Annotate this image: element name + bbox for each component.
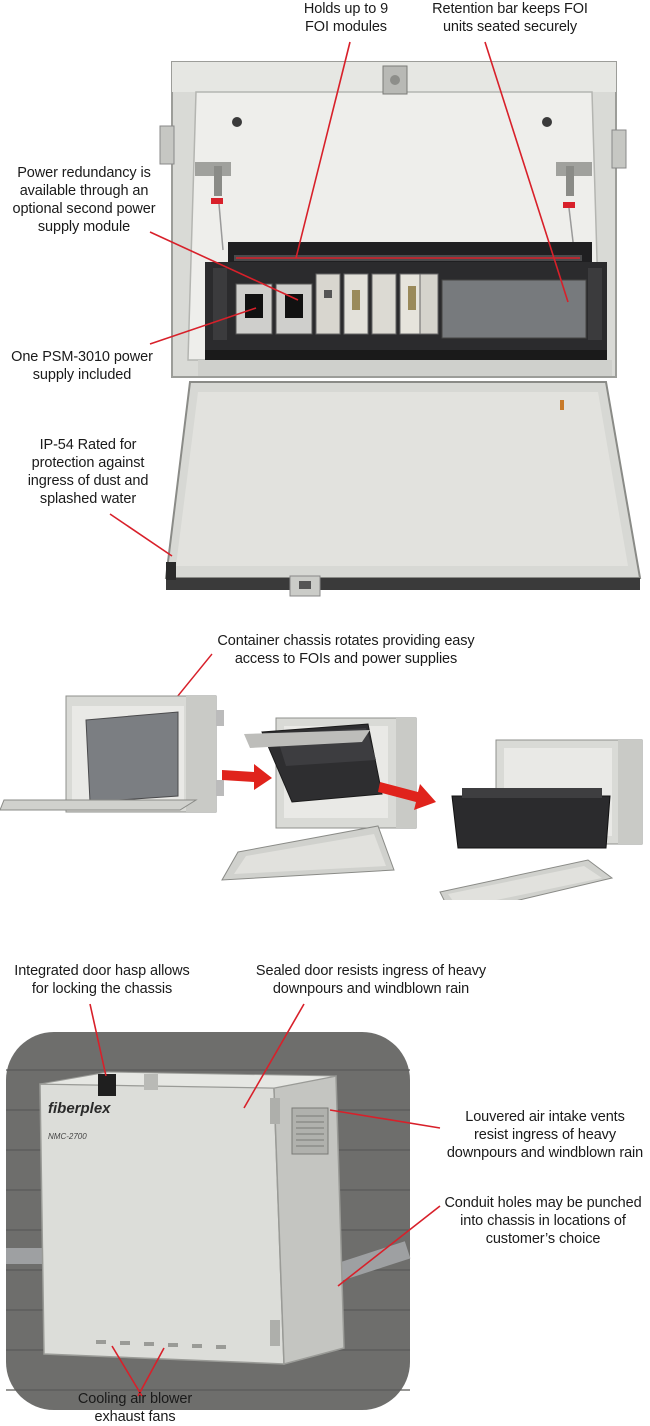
- callout-door-hasp: Integrated door hasp allows for locking …: [14, 963, 190, 997]
- callout-holds-modules: Holds up to 9 FOI modules: [303, 1, 389, 35]
- enclosure-step-2: [221, 717, 417, 881]
- callout-rotates: Container chassis rotates providing easy…: [217, 633, 475, 667]
- leader-lines-panel-1: [109, 41, 569, 557]
- callout-ip54: IP-54 Rated for protection against ingre…: [27, 437, 149, 507]
- door-hasp-closed: [98, 1074, 116, 1096]
- enclosure-step-1: [0, 695, 224, 813]
- callout-retention-bar: Retention bar keeps FOI units seated sec…: [432, 1, 588, 35]
- blank-panel: [441, 279, 587, 339]
- open-door: [164, 381, 642, 597]
- model-label: NMC-2700: [48, 1132, 87, 1141]
- foi-rack: [198, 242, 612, 376]
- callout-psm-included: One PSM-3010 power supply included: [11, 349, 153, 383]
- conduit-left: [6, 1248, 50, 1264]
- closed-enclosure-illustration: [6, 1003, 441, 1410]
- arrow-step-1: [222, 764, 272, 790]
- right-hinge: [611, 129, 627, 169]
- open-enclosure-illustration: [109, 41, 642, 597]
- callout-power-redundancy: Power redundancy is available through an…: [12, 165, 156, 235]
- enclosure-front: [39, 1083, 285, 1365]
- right-latch: [556, 162, 592, 251]
- foi-modules: [315, 273, 439, 335]
- callout-fans: Cooling air blower exhaust fans: [77, 1391, 193, 1425]
- leader-lines-panel-3: [89, 1003, 441, 1397]
- left-latch: [195, 162, 231, 251]
- arrow-step-2: [378, 782, 436, 810]
- exhaust-fan-slots: [96, 1340, 226, 1349]
- callout-sealed-door: Sealed door resists ingress of heavy dow…: [255, 963, 487, 997]
- brand-logo: fiberplex: [48, 1100, 111, 1117]
- left-hinge: [159, 125, 175, 165]
- rotation-sequence-illustration: [0, 653, 643, 900]
- louvered-vent: [291, 1107, 329, 1155]
- callout-louvered: Louvered air intake vents resist ingress…: [446, 1109, 644, 1161]
- callout-conduit: Conduit holes may be punched into chassi…: [444, 1195, 642, 1247]
- enclosure-step-3: [439, 739, 643, 900]
